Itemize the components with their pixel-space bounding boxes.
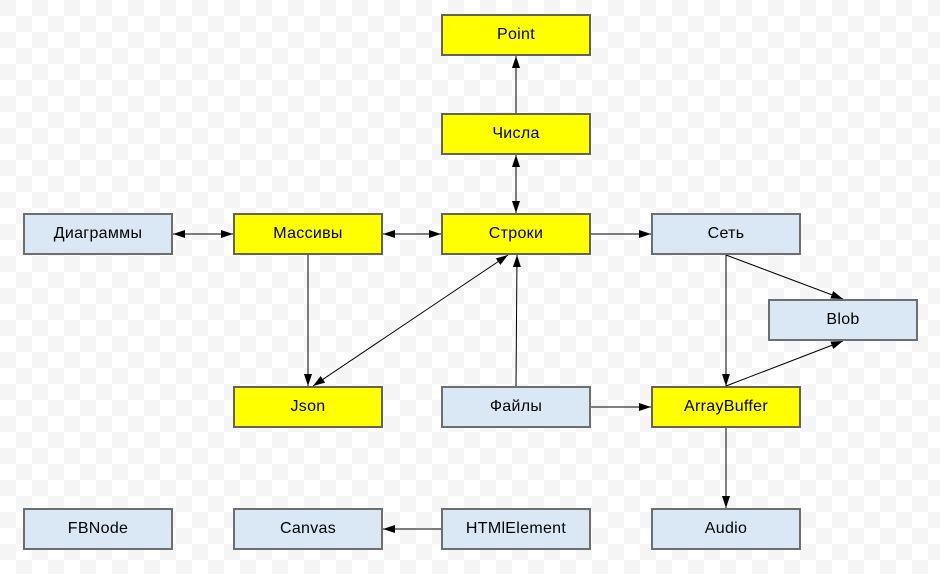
node-massivy: Массивы: [233, 213, 383, 255]
node-canvas: Canvas: [233, 508, 383, 550]
node-audio: Audio: [651, 508, 801, 550]
edge-faily-stroki: [512, 254, 521, 387]
node-set: Сеть: [651, 213, 801, 255]
edge-arraybuffer-blob: [725, 340, 844, 387]
node-chisla: Числа: [441, 113, 591, 155]
edge-set-blob: [725, 254, 844, 300]
node-fbnode: FBNode: [23, 508, 173, 550]
node-htmlelement: HTMlElement: [441, 508, 591, 550]
edge-stroki-json: [312, 254, 509, 387]
node-faily: Файлы: [441, 386, 591, 428]
node-arraybuffer: ArrayBuffer: [651, 386, 801, 428]
node-blob: Blob: [768, 299, 918, 341]
node-json: Json: [233, 386, 383, 428]
node-point: Point: [441, 14, 591, 56]
node-stroki: Строки: [441, 213, 591, 255]
node-diagrammy: Диаграммы: [23, 213, 173, 255]
